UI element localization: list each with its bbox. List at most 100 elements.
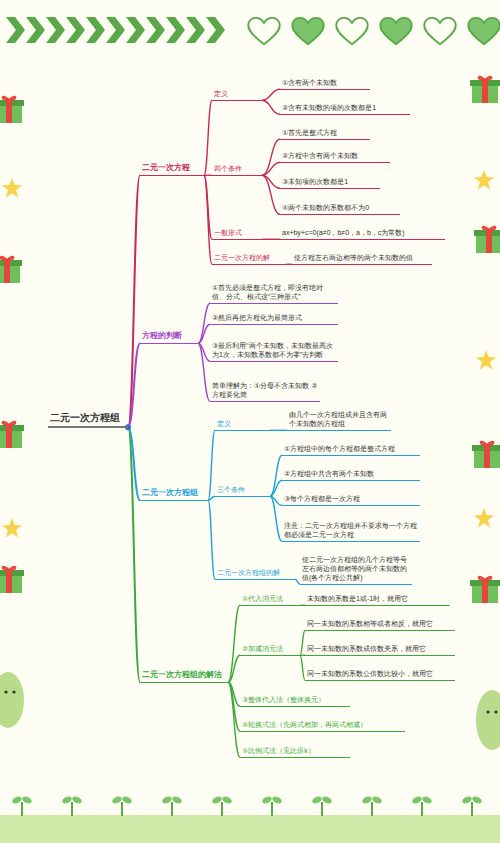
node-text: ①代入消元法 xyxy=(242,594,298,603)
branch-connector xyxy=(198,303,210,343)
node-text: ax+by+c=0(a≠0，b≠0，a，b，c为常数) xyxy=(282,228,443,237)
sub-topic: 四个条件 xyxy=(212,163,262,176)
node-text: 定义 xyxy=(214,89,260,98)
branch-connector xyxy=(270,480,282,496)
branch-connector xyxy=(270,430,287,431)
branch-connector xyxy=(262,89,280,100)
leaf-topic: ax+by+c=0(a≠0，b≠0，a，b，c为常数) xyxy=(280,227,445,240)
branch-topic: 方程的判断 xyxy=(140,330,198,344)
node-text: 同一未知数的系数成倍数关系，就用它 xyxy=(307,644,453,653)
leaf-topic: 同一未知数的系数相等或者相反，就用它 xyxy=(305,618,455,631)
node-text: 同一未知数的系数相等或者相反，就用它 xyxy=(307,619,453,628)
branch-connector xyxy=(128,175,140,427)
sub-topic: ④轮换式法（先两式相加，再两式相减） xyxy=(240,719,405,732)
leaf-topic: ①方程组中的每个方程都是整式方程 xyxy=(282,443,420,456)
node-text: 四个条件 xyxy=(214,164,260,173)
node-text: ②含有未知数的项的次数都是1 xyxy=(282,103,408,112)
branch-connector xyxy=(228,605,240,682)
sub-topic: ⑤比例式法（见比设k） xyxy=(240,745,350,758)
node-text: 一般形式 xyxy=(214,228,260,237)
leaf-topic: ①首先是整式方程 xyxy=(280,127,370,140)
node-text: ⑤比例式法（见比设k） xyxy=(242,746,348,755)
leaf-topic: ③未知项的次数都是1 xyxy=(280,176,380,189)
node-text: ①方程组中的每个方程都是整式方程 xyxy=(284,444,418,453)
node-text: 二元一次方程的解 xyxy=(214,253,284,262)
leaf-topic: ②含有未知数的项的次数都是1 xyxy=(280,102,410,115)
node-text: ③未知项的次数都是1 xyxy=(282,177,378,186)
node-text: 未知数的系数是1或-1时，就用它 xyxy=(307,594,448,603)
leaf-topic: 使方程左右两边相等的两个未知数的值 xyxy=(292,252,432,265)
node-text: 二元一次方程 xyxy=(142,163,202,173)
branch-connector xyxy=(270,496,282,541)
branch-connector xyxy=(204,100,212,175)
node-text: 二元一次方程组 xyxy=(142,488,206,498)
node-text: ③最后利用“两个未知数，未知数最高次为1次，未知数系数都不为零”去判断 xyxy=(212,341,336,359)
node-text: ③每个方程都是一次方程 xyxy=(284,494,418,503)
branch-connector xyxy=(262,139,280,175)
sub-topic: 二元一次方程的解 xyxy=(212,252,286,265)
sub-topic: ①代入消元法 xyxy=(240,593,300,606)
node-text: 二元一次方程组 xyxy=(50,411,126,424)
leaf-topic: ①含有两个未知数 xyxy=(280,77,370,90)
leaf-topic: ②方程组中共含有两个未知数 xyxy=(282,468,420,481)
node-text: ②然后再把方程化为最简形式 xyxy=(212,313,336,322)
branch-connector xyxy=(228,682,240,757)
branch-connector xyxy=(128,343,140,427)
branch-connector xyxy=(262,239,280,240)
leaf-topic: ③每个方程都是一次方程 xyxy=(282,493,420,506)
leaf-topic: ④两个未知数的系数都不为0 xyxy=(280,202,400,215)
node-text: 三个条件 xyxy=(217,485,268,494)
node-text: 二元一次方程组的解法 xyxy=(142,670,226,680)
sub-topic: ②加减消元法 xyxy=(240,643,300,656)
node-text: 使方程左右两边相等的两个未知数的值 xyxy=(294,253,430,262)
branch-connector xyxy=(208,430,215,500)
branch-topic: 二元一次方程组的解法 xyxy=(140,669,228,683)
leaf-topic: ①首先必须是整式方程，即没有绝对值、分式、根式这“三种形式” xyxy=(210,282,338,304)
branch-topic: 二元一次方程组 xyxy=(140,487,208,501)
branch-connector xyxy=(198,343,210,401)
node-text: ①含有两个未知数 xyxy=(282,78,368,87)
node-text: ②方程组中共含有两个未知数 xyxy=(284,469,418,478)
leaf-topic: 简单理解为：①分母不含未知数 ②方程要化简 xyxy=(210,380,320,402)
node-text: 简单理解为：①分母不含未知数 ②方程要化简 xyxy=(212,381,318,399)
leaf-topic: 同一未知数的系数公倍数比较小，就用它 xyxy=(305,668,455,681)
node-text: ①首先必须是整式方程，即没有绝对值、分式、根式这“三种形式” xyxy=(212,283,336,301)
node-text: ①首先是整式方程 xyxy=(282,128,368,137)
branch-connector xyxy=(262,162,280,175)
node-text: 由几个一次方程组成并且含有两个未知数的方程组 xyxy=(289,410,389,428)
branch-connector xyxy=(270,455,282,496)
branch-connector xyxy=(208,496,215,500)
leaf-topic: 使二元一次方程组的几个方程等号左右两边值都相等的两个未知数的值(各个方程公共解) xyxy=(300,554,412,585)
root-topic: 二元一次方程组 xyxy=(48,410,128,428)
leaf-topic: 注意：二元一次方程组并不要求每一个方程都必须是二元一次方程 xyxy=(282,520,420,542)
branch-connector xyxy=(228,655,240,682)
sub-topic: 定义 xyxy=(215,418,270,431)
branch-connector xyxy=(128,427,140,682)
sub-topic: 三个条件 xyxy=(215,484,270,497)
node-text: 同一未知数的系数公倍数比较小，就用它 xyxy=(307,669,453,678)
sub-topic: 一般形式 xyxy=(212,227,262,240)
node-text: 注意：二元一次方程组并不要求每一个方程都必须是二元一次方程 xyxy=(284,521,418,539)
sub-topic: 二元一次方程组的解 xyxy=(215,567,295,580)
node-text: 方程的判断 xyxy=(142,331,196,341)
node-text: ②方程中含有两个未知数 xyxy=(282,151,388,160)
leaf-topic: ②方程中含有两个未知数 xyxy=(280,150,390,163)
branch-connector xyxy=(198,324,210,343)
leaf-topic: 未知数的系数是1或-1时，就用它 xyxy=(305,593,450,606)
node-text: ④两个未知数的系数都不为0 xyxy=(282,203,398,212)
branch-connector xyxy=(204,175,212,264)
leaf-topic: 同一未知数的系数成倍数关系，就用它 xyxy=(305,643,455,656)
node-text: ④轮换式法（先两式相加，再两式相减） xyxy=(242,720,403,729)
node-text: ③整体代入法（整体换元） xyxy=(242,695,348,704)
node-text: 使二元一次方程组的几个方程等号左右两边值都相等的两个未知数的值(各个方程公共解) xyxy=(302,555,410,582)
node-text: ②加减消元法 xyxy=(242,644,298,653)
leaf-topic: ②然后再把方程化为最简形式 xyxy=(210,312,338,325)
sub-topic: ③整体代入法（整体换元） xyxy=(240,694,350,707)
sub-topic: 定义 xyxy=(212,88,262,101)
node-text: 二元一次方程组的解 xyxy=(217,568,293,577)
branch-topic: 二元一次方程 xyxy=(140,162,204,176)
node-text: 定义 xyxy=(217,419,268,428)
branch-connector xyxy=(208,500,215,579)
leaf-topic: ③最后利用“两个未知数，未知数最高次为1次，未知数系数都不为零”去判断 xyxy=(210,340,338,362)
